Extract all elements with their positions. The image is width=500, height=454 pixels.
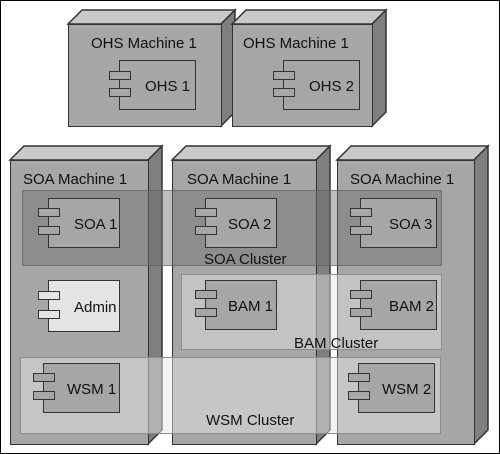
ohs-machine-2-label: OHS Machine 1: [243, 35, 349, 52]
ohs-2-label: OHS 2: [309, 78, 355, 95]
component-tab-icon: [38, 208, 60, 217]
soa-3-component: SOA 3: [350, 198, 437, 248]
component-tab-icon: [33, 373, 55, 382]
soa-machine-3-top-face: [335, 145, 490, 161]
soa-machine-2-label: SOA Machine 1: [187, 171, 292, 188]
ohs-1-label: OHS 1: [145, 78, 191, 95]
component-tab-icon: [350, 226, 372, 235]
soa-2-label: SOA 2: [228, 216, 272, 233]
soa-cluster-label: SOA Cluster: [204, 251, 287, 268]
ohs-machine-1-top-face: [66, 9, 237, 25]
component-tab-icon: [33, 391, 55, 400]
ohs-machine-2-top-face: [230, 9, 388, 25]
component-tab-icon: [109, 71, 131, 80]
soa-1-component: SOA 1: [38, 198, 120, 248]
wsm-1-component: WSM 1: [33, 363, 120, 413]
component-tab-icon: [273, 71, 295, 80]
component-tab-icon: [195, 290, 217, 299]
component-tab-icon: [350, 208, 372, 217]
bam-cluster-label: BAM Cluster: [294, 335, 379, 352]
admin-component: Admin: [38, 280, 120, 332]
component-tab-icon: [109, 88, 131, 97]
wsm-2-label: WSM 2: [382, 381, 432, 398]
component-tab-icon: [350, 290, 372, 299]
soa-3-label: SOA 3: [389, 216, 433, 233]
component-tab-icon: [195, 208, 217, 217]
ohs-machine-1-label: OHS Machine 1: [91, 35, 197, 52]
component-tab-icon: [273, 88, 295, 97]
soa-machine-1-label: SOA Machine 1: [23, 171, 128, 188]
soa-2-component: SOA 2: [195, 198, 277, 248]
component-tab-icon: [38, 226, 60, 235]
soa-machine-1-top-face: [8, 145, 164, 161]
component-tab-icon: [348, 373, 370, 382]
ohs-machine-2-side-face: [371, 8, 387, 128]
component-tab-icon: [195, 308, 217, 317]
bam-2-component: BAM 2: [350, 280, 437, 330]
component-tab-icon: [348, 391, 370, 400]
soa-machine-2-top-face: [170, 145, 332, 161]
ohs-1-component: OHS 1: [109, 60, 196, 110]
component-tab-icon: [38, 291, 60, 300]
component-tab-icon: [195, 226, 217, 235]
admin-label: Admin: [74, 299, 117, 316]
wsm-2-component: WSM 2: [348, 363, 435, 413]
ohs-2-component: OHS 2: [273, 60, 360, 110]
bam-2-label: BAM 2: [389, 298, 435, 315]
component-tab-icon: [350, 308, 372, 317]
component-tab-icon: [38, 310, 60, 319]
bam-1-component: BAM 1: [195, 280, 277, 330]
soa-machine-3-label: SOA Machine 1: [350, 171, 455, 188]
soa-machine-3-side-face: [473, 144, 489, 446]
bam-1-label: BAM 1: [228, 298, 274, 315]
wsm-1-label: WSM 1: [67, 381, 117, 398]
wsm-cluster-label: WSM Cluster: [206, 412, 295, 429]
soa-1-label: SOA 1: [74, 216, 118, 233]
